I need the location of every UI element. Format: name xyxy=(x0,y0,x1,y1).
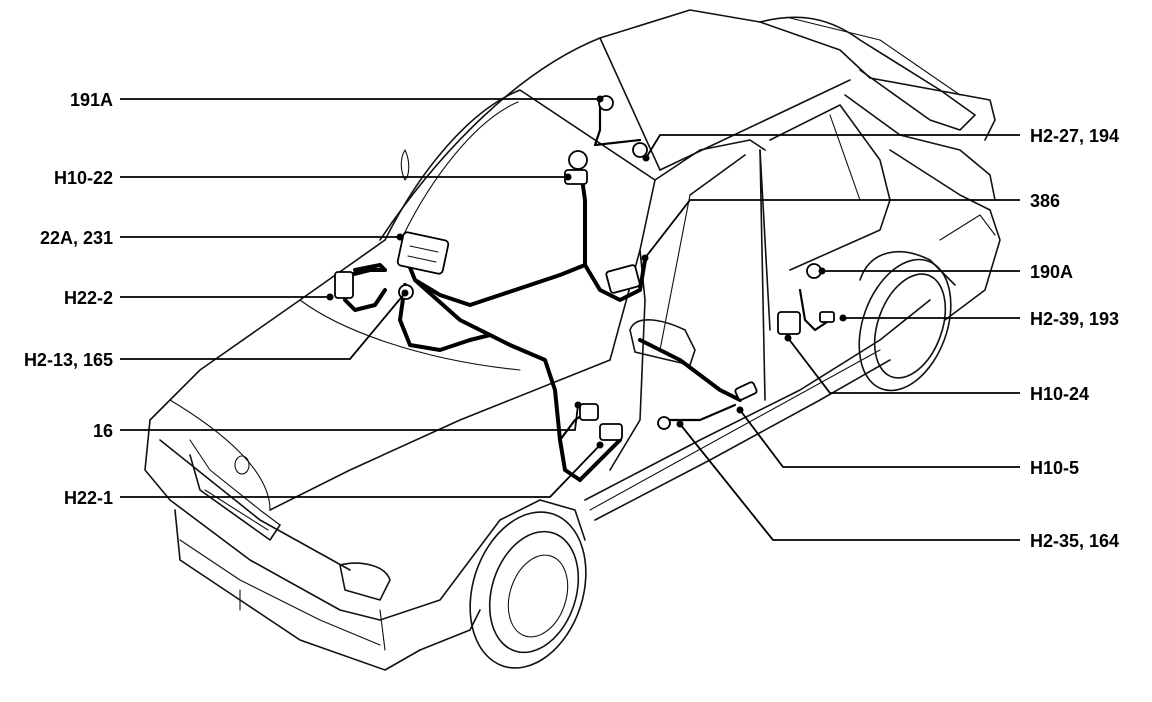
callout-dots xyxy=(326,95,847,449)
callout-label-h10-5: H10-5 xyxy=(1030,458,1079,478)
callout-label-22a-231: 22A, 231 xyxy=(40,228,113,248)
callout-label-191a: 191A xyxy=(70,90,113,110)
wiring-harness xyxy=(343,98,832,482)
callout-label-h22-2: H22-2 xyxy=(64,288,113,308)
callout-label-h2-13-165: H2-13, 165 xyxy=(24,350,113,370)
callout-label-h2-39-193: H2-39, 193 xyxy=(1030,309,1119,329)
callout-labels-right: H2-27, 194 386 190A H2-39, 193 H10-24 H1… xyxy=(1030,126,1119,551)
callout-label-386: 386 xyxy=(1030,191,1060,211)
callout-label-h22-1: H22-1 xyxy=(64,488,113,508)
callout-label-16: 16 xyxy=(93,421,113,441)
callout-label-190a: 190A xyxy=(1030,262,1073,282)
leader-lines xyxy=(120,98,1020,541)
car-body xyxy=(144,9,1001,671)
callout-label-h10-22: H10-22 xyxy=(54,168,113,188)
callout-label-h2-35-164: H2-35, 164 xyxy=(1030,531,1119,551)
connectors xyxy=(334,95,835,441)
callout-labels-left: 191A H10-22 22A, 231 H22-2 H2-13, 165 16… xyxy=(24,90,113,508)
callout-label-h10-24: H10-24 xyxy=(1030,384,1089,404)
callout-label-h2-27-194: H2-27, 194 xyxy=(1030,126,1119,146)
